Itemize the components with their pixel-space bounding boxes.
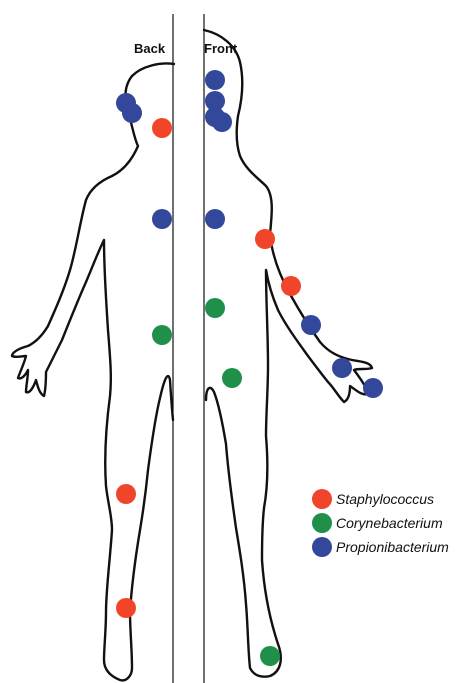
front-forearm-marker: [301, 315, 321, 335]
colonization-sites: [116, 70, 383, 666]
back-upper-back-marker: [152, 209, 172, 229]
back-lower-back-marker: [152, 325, 172, 345]
back-back-of-knee-marker: [116, 484, 136, 504]
front-armpit-marker: [255, 229, 275, 249]
legend-label-staph: Staphylococcus: [336, 491, 434, 507]
legend-swatch-staph: [312, 489, 332, 509]
legend-swatch-coryne: [312, 513, 332, 533]
front-label: Front: [204, 41, 238, 56]
legend-label-coryne: Corynebacterium: [336, 515, 443, 531]
legend-label-propion: Propionibacterium: [336, 539, 449, 555]
front-inner-elbow-marker: [281, 276, 301, 296]
front-fingertip-marker: [363, 378, 383, 398]
front-toe-marker: [260, 646, 280, 666]
front-chest-marker: [205, 209, 225, 229]
legend-swatch-propion: [312, 537, 332, 557]
back-heel-marker: [116, 598, 136, 618]
front-navel-marker: [205, 298, 225, 318]
back-scalp-occiput-2-marker: [122, 103, 142, 123]
back-body-outline: [12, 64, 174, 681]
front-chin-marker: [212, 112, 232, 132]
legend: StaphylococcusCorynebacteriumPropionibac…: [312, 489, 449, 557]
front-forehead-marker: [205, 70, 225, 90]
back-neck-marker: [152, 118, 172, 138]
front-groin-marker: [222, 368, 242, 388]
front-palm-marker: [332, 358, 352, 378]
body-figure: [12, 30, 372, 680]
back-label: Back: [134, 41, 166, 56]
